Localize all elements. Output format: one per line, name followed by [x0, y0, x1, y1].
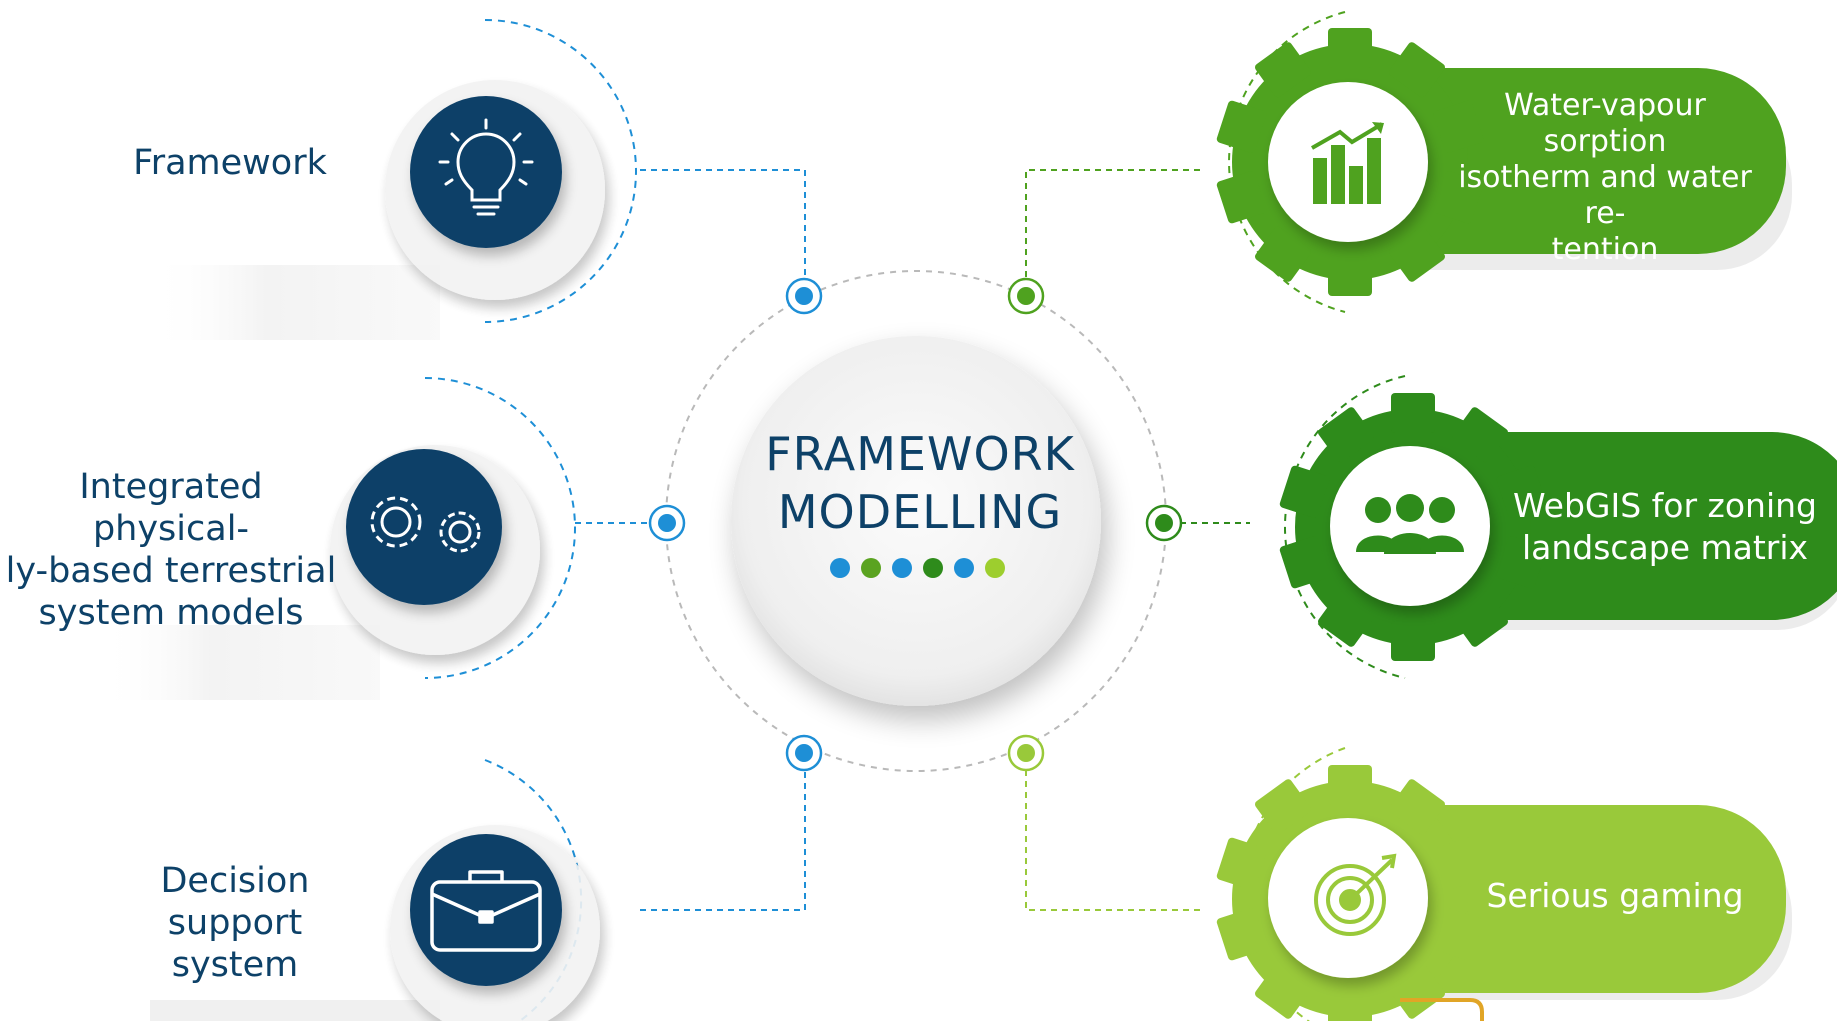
- left-item-models-group: [100, 377, 576, 700]
- center-dot: [985, 558, 1005, 578]
- gear-tooth: [1216, 171, 1267, 224]
- node-top-left: [785, 277, 823, 315]
- center-dot: [861, 558, 881, 578]
- left-item-decision-group: [150, 759, 600, 1021]
- gear-tooth: [1389, 779, 1445, 835]
- gear-tooth: [1389, 226, 1445, 282]
- gear-tooth: [1391, 393, 1435, 433]
- center-group: [648, 270, 1183, 772]
- gear-tooth: [1255, 963, 1311, 1019]
- right-label-gaming: Serious gaming: [1486, 876, 1744, 915]
- left-item-framework-group: [150, 19, 637, 340]
- gear-tooth: [1433, 908, 1484, 961]
- gear-tooth: [1389, 42, 1445, 98]
- gear-tooth: [1216, 100, 1267, 153]
- right-item-gaming-group: [1216, 747, 1792, 1021]
- gear-tooth: [1279, 536, 1330, 589]
- gear-tooth: [1391, 621, 1435, 661]
- left-connectors: [575, 169, 806, 911]
- left-label-framework: Framework: [133, 143, 327, 183]
- lightbulb-badge: [410, 96, 562, 248]
- webgis-badge: [1330, 446, 1490, 606]
- sorption-badge: [1268, 82, 1428, 242]
- gear-tooth: [1328, 256, 1372, 296]
- gears-badge: [346, 449, 502, 605]
- gear-tooth: [1279, 465, 1330, 518]
- gear-tooth: [1216, 837, 1267, 890]
- center-title: FRAMEWORK MODELLING: [720, 425, 1120, 541]
- briefcase-badge: [410, 834, 562, 986]
- center-title-line1: FRAMEWORK: [765, 427, 1075, 481]
- bar-chart-growth-icon: [1311, 122, 1384, 204]
- center-dot: [830, 558, 850, 578]
- node-top-right: [1007, 277, 1045, 315]
- gear-tooth: [1328, 28, 1372, 68]
- gear-tooth: [1433, 171, 1484, 224]
- gear-tooth: [1433, 837, 1484, 890]
- gear-tooth: [1318, 591, 1374, 647]
- gear-tooth: [1389, 963, 1445, 1019]
- node-bottom-right: [1007, 734, 1045, 772]
- gear-tooth: [1496, 536, 1547, 589]
- briefcase-icon: [430, 870, 542, 952]
- gear-tooth: [1255, 226, 1311, 282]
- lightbulb-icon: [438, 118, 534, 216]
- gear-tooth: [1328, 993, 1372, 1021]
- gear-tooth: [1255, 42, 1311, 98]
- gear-tooth: [1452, 591, 1508, 647]
- gear-tooth: [1496, 465, 1547, 518]
- left-label-models: Integrated physical- ly-based terrestria…: [5, 467, 337, 633]
- center-dot: [954, 558, 974, 578]
- gear-tooth: [1328, 765, 1372, 805]
- gear-tooth: [1318, 407, 1374, 463]
- right-label-sorption: Water-vapour sorption isotherm and water…: [1458, 88, 1752, 339]
- gear-tooth: [1433, 100, 1484, 153]
- node-right: [1145, 504, 1183, 542]
- orange-accent-line: [1400, 998, 1484, 1021]
- right-label-webgis: WebGIS for zoning landscape matrix: [1512, 486, 1817, 567]
- center-hub: [731, 336, 1101, 706]
- gears-icon: [370, 496, 481, 553]
- node-left: [648, 504, 686, 542]
- right-item-sorption-group: [1216, 11, 1792, 313]
- right-connectors: [1025, 169, 1250, 911]
- center-dot: [892, 558, 912, 578]
- gear-tooth: [1452, 407, 1508, 463]
- left-label-decision: Decision support system: [160, 861, 310, 985]
- right-item-webgis-group: [1279, 375, 1837, 679]
- gear-tooth: [1255, 779, 1311, 835]
- center-dots-row: [830, 558, 1005, 578]
- gear-tooth: [1216, 908, 1267, 961]
- target-icon: [1314, 853, 1397, 936]
- center-title-line2: MODELLING: [777, 485, 1063, 539]
- group-people-icon: [1356, 494, 1464, 554]
- center-dot: [923, 558, 943, 578]
- node-bottom-left: [785, 734, 823, 772]
